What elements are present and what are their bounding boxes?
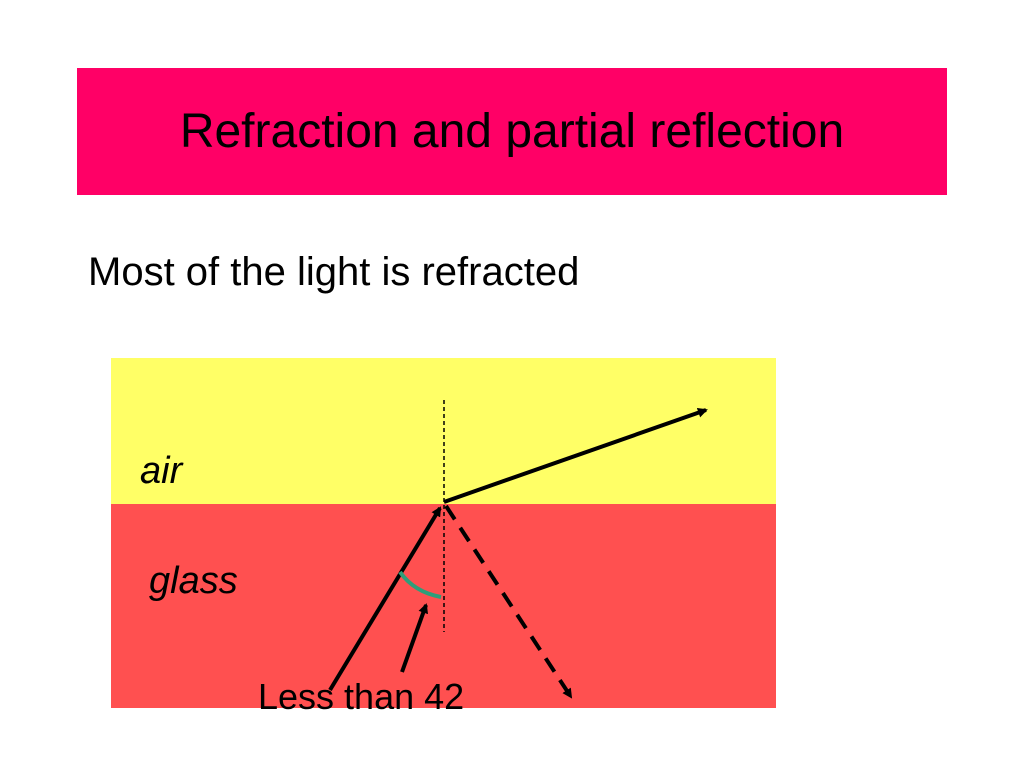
- partially-reflected-ray: [444, 504, 573, 699]
- incident-ray: [328, 506, 442, 692]
- refracted-ray: [443, 407, 708, 504]
- angle-pointer-arrow: [400, 603, 429, 673]
- angle-arc: [398, 570, 442, 599]
- air-label: air: [140, 450, 183, 492]
- slide-title: Refraction and partial reflection: [179, 105, 845, 158]
- title-banner: Refraction and partial reflection: [77, 68, 947, 195]
- angle-label: Less than 42: [258, 676, 465, 717]
- glass-label: glass: [149, 560, 238, 602]
- slide-subtitle: Most of the light is refracted: [88, 250, 580, 294]
